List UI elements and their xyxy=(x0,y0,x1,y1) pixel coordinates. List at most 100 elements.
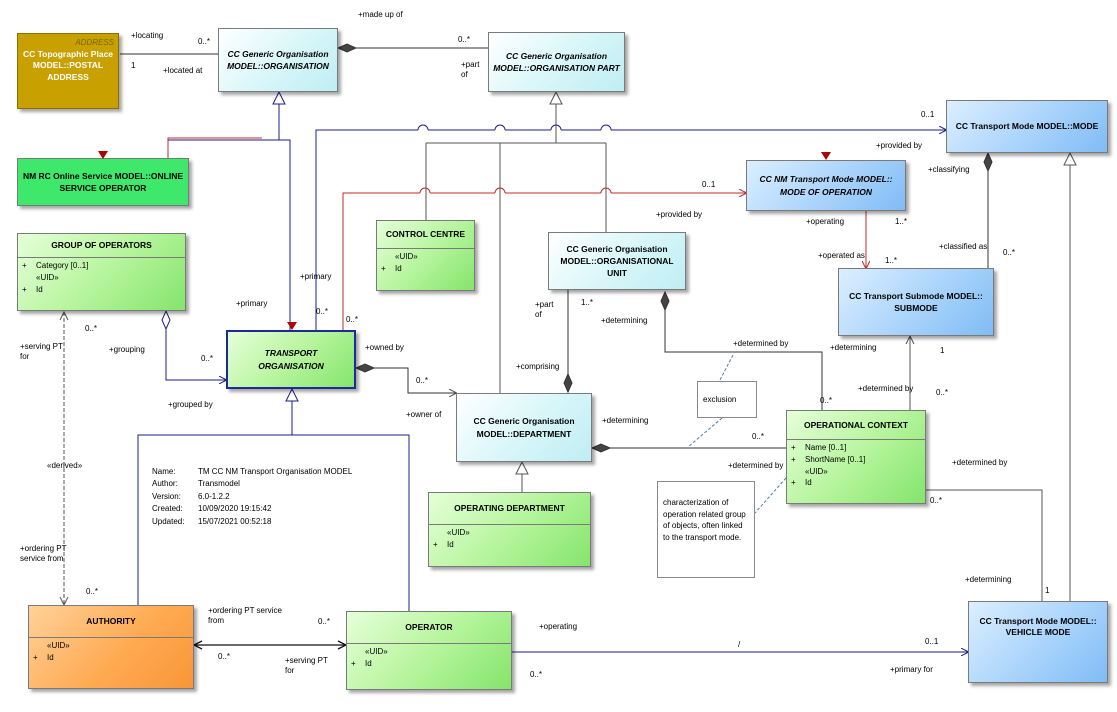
mode-of-operation-name: CC NM Transport Mode MODEL:: MODE OF OPE… xyxy=(759,174,893,197)
multiplicity-label: 1 xyxy=(131,61,136,70)
multiplicity-label: 0..1 xyxy=(702,180,716,189)
role-label: +located at xyxy=(163,66,203,75)
association-org-unit-context xyxy=(660,290,823,410)
control-centre-class[interactable]: CONTROL CENTRE «UID» +Id xyxy=(376,220,475,291)
multiplicity-label: 0..* xyxy=(318,617,331,626)
role-label: +determining xyxy=(602,416,649,425)
multiplicity-label: 1..* xyxy=(895,217,908,226)
plus-sign: + xyxy=(791,455,796,465)
transport-organisation-class[interactable]: TRANSPORT ORGANISATION xyxy=(226,330,356,389)
association-primary-mode xyxy=(315,124,946,330)
role-label: +determining xyxy=(601,316,648,325)
postal-address-class[interactable]: ADDRESS CC Topographic Place MODEL::POST… xyxy=(17,33,119,109)
role-label: +part of xyxy=(535,300,554,319)
generalization-to-organisation-part xyxy=(425,90,607,393)
group-id-attr: Id xyxy=(36,284,43,294)
mode-of-operation-marker xyxy=(821,152,831,160)
role-label: +determined by xyxy=(728,461,784,470)
generalization-operating-department xyxy=(515,460,529,492)
multiplicity-label: 0..* xyxy=(316,307,329,316)
role-label: +owned by xyxy=(365,343,404,352)
info-author-value: Transmodel xyxy=(198,479,240,489)
transport-organisation-name: TRANSPORT ORGANISATION xyxy=(258,348,324,371)
organisational-unit-name: CC Generic Organisation MODEL::ORGANISAT… xyxy=(560,243,674,279)
department-class[interactable]: CC Generic Organisation MODEL::DEPARTMEN… xyxy=(456,393,592,462)
organisation-class[interactable]: CC Generic Organisation MODEL::ORGANISAT… xyxy=(218,28,338,92)
multiplicity-label: 0..* xyxy=(458,35,471,44)
mode-of-operation-class[interactable]: CC NM Transport Mode MODEL:: MODE OF OPE… xyxy=(746,160,906,211)
online-service-operator-class[interactable]: NM RC Online Service MODEL::ONLINE SERVI… xyxy=(17,158,189,206)
exclusion-note[interactable]: exclusion xyxy=(697,381,757,418)
transport-mode-name: CC Transport Mode MODEL::MODE xyxy=(955,121,1099,132)
submode-class[interactable]: CC Transport Submode MODEL:: SUBMODE xyxy=(838,268,994,336)
plus-sign: + xyxy=(791,443,796,453)
group-category-attr: Category [0..1] xyxy=(36,261,89,271)
organisation-part-name: CC Generic Organisation MODEL::ORGANISAT… xyxy=(493,50,620,73)
operating-department-class[interactable]: OPERATING DEPARTMENT «UID» +Id xyxy=(428,492,591,567)
generalization-authority-operator xyxy=(137,387,410,611)
plus-sign: + xyxy=(351,659,356,669)
organisational-unit-class[interactable]: CC Generic Organisation MODEL::ORGANISAT… xyxy=(548,232,686,290)
multiplicity-label: 0..* xyxy=(218,652,231,661)
multiplicity-label: 0..* xyxy=(86,587,99,596)
operational-context-class[interactable]: OPERATIONAL CONTEXT + Name [0..1] + ShortN… xyxy=(786,410,926,504)
info-updated-key: Updated: xyxy=(152,516,185,526)
role-label: +provided by xyxy=(656,210,703,219)
group-of-operators-name: GROUP OF OPERATORS xyxy=(51,240,152,250)
group-of-operators-class[interactable]: GROUP OF OPERATORS + Category [0..1] «UID… xyxy=(17,233,186,311)
association-mode-of-operation xyxy=(342,187,746,330)
info-created-value: 10/09/2020 19:15:42 xyxy=(198,504,272,514)
authority-id-attr: Id xyxy=(47,653,54,663)
role-label: +primary xyxy=(300,272,332,281)
info-version-value: 6.0-1.2.2 xyxy=(198,491,230,501)
role-label: +grouping xyxy=(109,345,145,354)
online-service-operator-name: NM RC Online Service MODEL::ONLINE SERVI… xyxy=(22,170,184,193)
plus-sign: + xyxy=(22,284,27,294)
plus-sign: + xyxy=(381,264,386,274)
role-label: +locating xyxy=(131,31,164,40)
operational-context-name: OPERATIONAL CONTEXT xyxy=(803,420,909,430)
context-id-attr: Id xyxy=(805,478,812,488)
association-grouping xyxy=(161,309,226,380)
organisation-name: CC Generic Organisation MODEL::ORGANISAT… xyxy=(227,48,329,71)
department-name: CC Generic Organisation MODEL::DEPARTMEN… xyxy=(473,416,575,439)
characterization-note[interactable]: characterization of operation related gr… xyxy=(657,481,755,578)
derived-slash: / xyxy=(738,640,741,649)
plus-sign: + xyxy=(433,540,438,550)
vehicle-mode-class[interactable]: CC Transport Mode MODEL:: VEHICLE MODE xyxy=(968,601,1108,683)
role-label: +operated as xyxy=(818,251,865,260)
operator-id-attr: Id xyxy=(365,659,372,669)
role-label: +classifying xyxy=(928,165,970,174)
address-name: CC Topographic Place MODEL::POSTAL ADDRE… xyxy=(22,49,114,82)
role-label: +determined by xyxy=(858,384,914,393)
multiplicity-label: 0..* xyxy=(85,324,98,333)
characterization-note-text: characterization of operation related gr… xyxy=(663,498,746,542)
authority-class[interactable]: AUTHORITY «UID» +Id xyxy=(28,605,194,689)
vehicle-mode-name: CC Transport Mode MODEL:: VEHICLE MODE xyxy=(979,616,1097,638)
multiplicity-label: 1..* xyxy=(885,256,898,265)
context-name-attr: Name [0..1] xyxy=(805,443,847,453)
role-label: +determining xyxy=(965,575,1012,584)
association-made-up-of xyxy=(336,43,488,53)
organisation-part-class[interactable]: CC Generic Organisation MODEL::ORGANISAT… xyxy=(488,32,625,92)
role-label: +determined by xyxy=(733,339,789,348)
transport-mode-class[interactable]: CC Transport Mode MODEL::MODE xyxy=(946,100,1108,153)
info-author-key: Author: xyxy=(152,479,178,489)
role-label: +determined by xyxy=(952,458,1008,467)
role-label: +serving PT for xyxy=(285,656,328,675)
info-name-value: TM CC NM Transport Organisation MODEL xyxy=(198,467,353,476)
operating-department-uid-stereotype: «UID» xyxy=(447,528,470,538)
multiplicity-label: 0..1 xyxy=(921,110,935,119)
multiplicity-label: 1..* xyxy=(581,298,594,307)
transport-organisation-marker xyxy=(287,322,297,330)
role-label: +owner of xyxy=(406,410,442,419)
operator-class[interactable]: OPERATOR «UID» +Id xyxy=(346,611,512,690)
multiplicity-label: 0..* xyxy=(752,432,765,441)
role-label: +ordering PT service from xyxy=(208,606,282,625)
context-shortname-attr: ShortName [0..1] xyxy=(805,455,866,465)
group-uid-stereotype: «UID» xyxy=(36,273,59,283)
multiplicity-label: 0..* xyxy=(201,354,214,363)
multiplicity-label: 0..1 xyxy=(925,637,939,646)
generalization-vehicle-mode xyxy=(1063,151,1077,601)
exclusion-note-text: exclusion xyxy=(703,395,737,404)
